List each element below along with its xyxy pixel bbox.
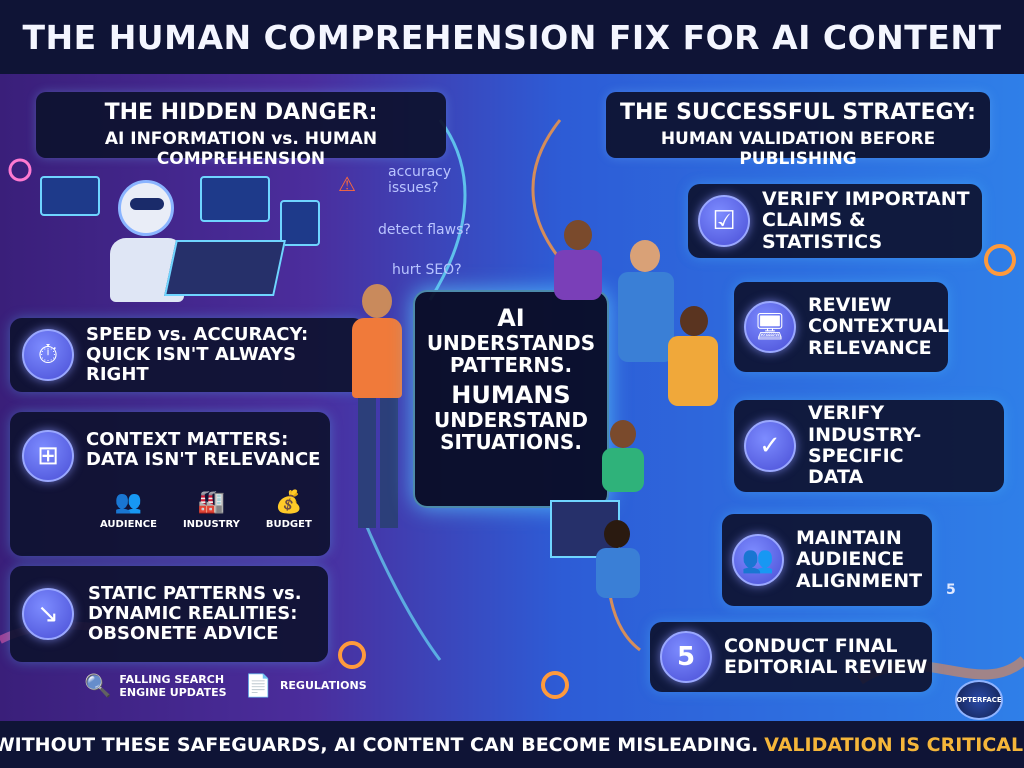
verify-claims-line2: CLAIMS & STATISTICS bbox=[762, 209, 883, 253]
budget-label: BUDGET bbox=[265, 519, 312, 530]
page-title: THE HUMAN COMPREHENSION FIX FOR AI CONTE… bbox=[22, 17, 1002, 57]
verify-industry-line2: INDUSTRY-SPECIFIC bbox=[808, 423, 922, 467]
network-icon: ⊞ bbox=[22, 430, 74, 482]
warning-icon: ⚠ bbox=[338, 172, 356, 196]
robot-illustration: ⚠ bbox=[40, 170, 356, 310]
verify-industry-card: ✓ VERIFY INDUSTRY-SPECIFIC DATA bbox=[734, 400, 1004, 492]
gear-icon bbox=[8, 158, 32, 182]
question-accuracy: accuracy issues? bbox=[388, 164, 452, 196]
speed-card-line2: QUICK ISN'T ALWAYS RIGHT bbox=[86, 343, 297, 386]
side-number: 5 bbox=[946, 582, 956, 598]
static-card-line3: OBSONETE ADVICE bbox=[88, 623, 279, 645]
context-card-line2: DATA ISN'T RELEVANCE bbox=[86, 449, 321, 471]
editorial-review-card: 5 CONDUCT FINAL EDITORIAL REVIEW bbox=[650, 622, 932, 692]
center-line2: UNDERSTANDS bbox=[426, 330, 596, 355]
document-icon: 📄 bbox=[244, 674, 272, 699]
number-five-icon: 5 bbox=[660, 631, 712, 683]
audience-alignment-card: 👥 MAINTAIN AUDIENCE ALIGNMENT bbox=[722, 514, 932, 606]
industry-label: INDUSTRY bbox=[182, 519, 240, 530]
center-line1: AI bbox=[497, 304, 525, 332]
money-bag-icon: 💰 bbox=[275, 490, 303, 515]
audience-item: 👥 AUDIENCE bbox=[100, 490, 157, 530]
trend-down-icon: ↘ bbox=[22, 588, 74, 640]
review-line2: CONTEXTUAL bbox=[808, 315, 950, 338]
center-line3: PATTERNS. bbox=[449, 353, 573, 378]
footer-highlight-text: VALIDATION IS CRITICAL. bbox=[764, 733, 1024, 756]
falling-search-line1: FALLING SEARCH bbox=[119, 673, 225, 686]
search-icon: 🔍 bbox=[84, 674, 112, 699]
right-header-line2: HUMAN VALIDATION BEFORE PUBLISHING bbox=[660, 129, 936, 169]
question-detect-flaws: detect flaws? bbox=[378, 222, 471, 238]
thinking-person-illustration bbox=[330, 284, 420, 544]
right-header-card: THE SUCCESSFUL STRATEGY: HUMAN VALIDATIO… bbox=[606, 92, 990, 169]
verify-claims-card: ☑ VERIFY IMPORTANT CLAIMS & STATISTICS bbox=[688, 184, 982, 258]
stopwatch-icon: ⏱ bbox=[22, 329, 74, 381]
regulations-item: 📄 REGULATIONS bbox=[245, 674, 367, 699]
monitor-icon: 🖥 bbox=[744, 301, 796, 353]
maintain-line1: MAINTAIN bbox=[796, 527, 902, 550]
right-header-line1: THE SUCCESSFUL STRATEGY: bbox=[620, 100, 976, 125]
context-card-line1: CONTEXT MATTERS: bbox=[86, 429, 289, 450]
maintain-line2: AUDIENCE bbox=[796, 548, 905, 571]
editorial-line2: EDITORIAL REVIEW bbox=[724, 656, 928, 678]
context-matters-card: ⊞ CONTEXT MATTERS: DATA ISN'T RELEVANCE bbox=[10, 412, 330, 556]
opterface-logo: OPTERFACE bbox=[955, 680, 1003, 720]
team-illustration bbox=[540, 210, 740, 610]
gear-icon bbox=[541, 671, 569, 699]
industry-item: 🏭 INDUSTRY bbox=[183, 490, 240, 530]
center-message-card: AI UNDERSTANDS PATTERNS. HUMANS UNDERSTA… bbox=[413, 290, 609, 508]
center-line5: UNDERSTAND bbox=[434, 407, 588, 432]
static-patterns-card: ↘ STATIC PATTERNS vs. DYNAMIC REALITIES:… bbox=[10, 566, 328, 662]
speed-card-line1: SPEED vs. ACCURACY: bbox=[86, 323, 309, 345]
gear-icon bbox=[338, 641, 366, 669]
left-header-line1: THE HIDDEN DANGER: bbox=[104, 100, 378, 125]
title-bar: THE HUMAN COMPREHENSION FIX FOR AI CONTE… bbox=[0, 0, 1024, 74]
maintain-line3: ALIGNMENT bbox=[796, 569, 923, 592]
review-relevance-card: 🖥 REVIEW CONTEXTUAL RELEVANCE bbox=[734, 282, 950, 372]
check-circle-icon: ✓ bbox=[744, 420, 796, 472]
question-hurt-seo: hurt SEO? bbox=[392, 262, 462, 278]
verify-claims-line1: VERIFY IMPORTANT bbox=[762, 188, 970, 211]
footer-bar: WITHOUT THESE SAFEGUARDS, AI CONTENT CAN… bbox=[0, 721, 1024, 768]
review-line1: REVIEW bbox=[808, 294, 892, 317]
regulations-label: REGULATIONS bbox=[279, 679, 367, 693]
review-line3: RELEVANCE bbox=[808, 336, 932, 359]
bottom-left-items: 🔍 FALLING SEARCH ENGINE UPDATES 📄 REGULA… bbox=[84, 673, 367, 699]
editorial-line1: CONDUCT FINAL bbox=[724, 634, 898, 657]
speed-vs-accuracy-card: ⏱ SPEED vs. ACCURACY: QUICK ISN'T ALWAYS… bbox=[10, 318, 365, 392]
logo-text: OPTERFACE bbox=[956, 696, 1002, 704]
center-line6: SITUATIONS. bbox=[440, 429, 582, 454]
static-card-line2: DYNAMIC REALITIES: bbox=[88, 602, 298, 624]
falling-search-line2: ENGINE UPDATES bbox=[119, 685, 227, 699]
left-header-line2: AI INFORMATION vs. HUMAN COMPREHENSION bbox=[104, 129, 378, 169]
verify-industry-line1: VERIFY bbox=[808, 402, 885, 425]
factory-icon: 🏭 bbox=[197, 490, 226, 515]
people-icon: 👥 bbox=[732, 534, 784, 586]
budget-item: 💰 BUDGET bbox=[266, 490, 312, 530]
context-icons: 👥 AUDIENCE 🏭 INDUSTRY 💰 BUDGET bbox=[100, 490, 312, 530]
static-card-line1: STATIC PATTERNS vs. bbox=[88, 582, 302, 604]
left-header-card: THE HIDDEN DANGER: AI INFORMATION vs. HU… bbox=[36, 92, 446, 169]
center-line4: HUMANS bbox=[451, 380, 571, 409]
audience-label: AUDIENCE bbox=[100, 519, 157, 530]
falling-search-item: 🔍 FALLING SEARCH ENGINE UPDATES bbox=[84, 673, 227, 699]
footer-main-text: WITHOUT THESE SAFEGUARDS, AI CONTENT CAN… bbox=[0, 733, 759, 756]
checklist-icon: ☑ bbox=[698, 195, 750, 247]
gear-icon bbox=[984, 244, 1016, 276]
verify-industry-line3: DATA bbox=[808, 466, 864, 489]
audience-icon: 👥 bbox=[114, 490, 143, 515]
